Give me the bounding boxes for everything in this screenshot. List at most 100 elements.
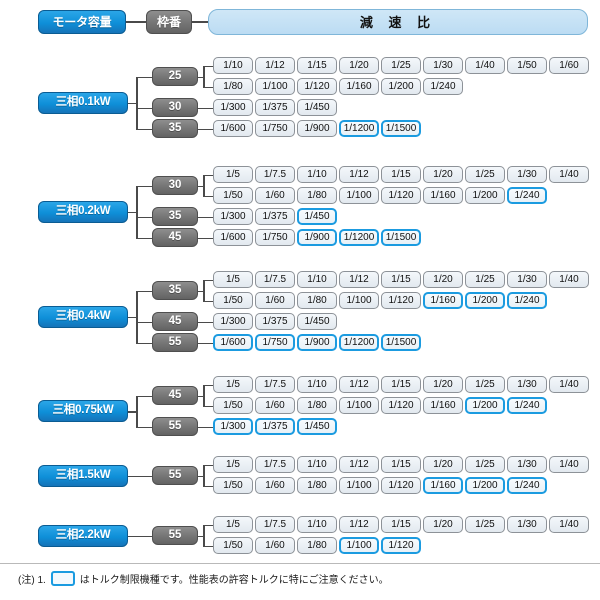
ratio-cell[interactable]: 1/750 xyxy=(255,229,295,246)
motor-capacity-pill[interactable]: 三相0.4kW xyxy=(38,305,128,328)
frame-number-pill[interactable]: 55 xyxy=(152,466,198,485)
ratio-cell[interactable]: 1/60 xyxy=(549,57,589,74)
ratio-cell[interactable]: 1/600 xyxy=(213,334,253,351)
ratio-cell[interactable]: 1/7.5 xyxy=(255,456,295,473)
ratio-cell[interactable]: 1/600 xyxy=(213,229,253,246)
ratio-cell[interactable]: 1/750 xyxy=(255,120,295,137)
ratio-cell[interactable]: 1/20 xyxy=(423,376,463,393)
ratio-cell[interactable]: 1/100 xyxy=(339,292,379,309)
ratio-cell[interactable]: 1/300 xyxy=(213,99,253,116)
frame-number-pill[interactable]: 55 xyxy=(152,333,198,352)
ratio-cell[interactable]: 1/20 xyxy=(423,456,463,473)
ratio-cell[interactable]: 1/12 xyxy=(255,57,295,74)
ratio-cell[interactable]: 1/10 xyxy=(213,57,253,74)
ratio-cell[interactable]: 1/200 xyxy=(381,78,421,95)
ratio-cell[interactable]: 1/12 xyxy=(339,271,379,288)
ratio-cell[interactable]: 1/25 xyxy=(465,271,505,288)
ratio-cell[interactable]: 1/30 xyxy=(507,271,547,288)
ratio-cell[interactable]: 1/5 xyxy=(213,166,253,183)
ratio-cell[interactable]: 1/20 xyxy=(423,166,463,183)
frame-number-pill[interactable]: 55 xyxy=(152,526,198,545)
ratio-cell[interactable]: 1/450 xyxy=(297,99,337,116)
ratio-cell[interactable]: 1/60 xyxy=(255,292,295,309)
motor-capacity-pill[interactable]: 三相0.2kW xyxy=(38,200,128,223)
ratio-cell[interactable]: 1/15 xyxy=(381,516,421,533)
ratio-cell[interactable]: 1/40 xyxy=(465,57,505,74)
ratio-cell[interactable]: 1/600 xyxy=(213,120,253,137)
ratio-cell[interactable]: 1/15 xyxy=(381,271,421,288)
ratio-cell[interactable]: 1/450 xyxy=(297,208,337,225)
ratio-cell[interactable]: 1/160 xyxy=(423,292,463,309)
ratio-cell[interactable]: 1/15 xyxy=(381,166,421,183)
ratio-cell[interactable]: 1/900 xyxy=(297,334,337,351)
ratio-cell[interactable]: 1/1200 xyxy=(339,334,379,351)
ratio-cell[interactable]: 1/7.5 xyxy=(255,271,295,288)
frame-number-pill[interactable]: 45 xyxy=(152,228,198,247)
ratio-cell[interactable]: 1/375 xyxy=(255,99,295,116)
ratio-cell[interactable]: 1/15 xyxy=(297,57,337,74)
frame-number-pill[interactable]: 25 xyxy=(152,67,198,86)
ratio-cell[interactable]: 1/160 xyxy=(423,187,463,204)
ratio-cell[interactable]: 1/160 xyxy=(423,477,463,494)
motor-capacity-pill[interactable]: 三相0.1kW xyxy=(38,91,128,114)
ratio-cell[interactable]: 1/20 xyxy=(339,57,379,74)
ratio-cell[interactable]: 1/5 xyxy=(213,516,253,533)
ratio-cell[interactable]: 1/120 xyxy=(381,537,421,554)
ratio-cell[interactable]: 1/1200 xyxy=(339,120,379,137)
ratio-cell[interactable]: 1/50 xyxy=(213,477,253,494)
ratio-cell[interactable]: 1/5 xyxy=(213,271,253,288)
ratio-cell[interactable]: 1/300 xyxy=(213,418,253,435)
ratio-cell[interactable]: 1/40 xyxy=(549,456,589,473)
ratio-cell[interactable]: 1/80 xyxy=(213,78,253,95)
ratio-cell[interactable]: 1/60 xyxy=(255,397,295,414)
frame-number-pill[interactable]: 30 xyxy=(152,98,198,117)
ratio-cell[interactable]: 1/240 xyxy=(507,477,547,494)
ratio-cell[interactable]: 1/300 xyxy=(213,313,253,330)
ratio-cell[interactable]: 1/900 xyxy=(297,229,337,246)
ratio-cell[interactable]: 1/20 xyxy=(423,516,463,533)
ratio-cell[interactable]: 1/15 xyxy=(381,456,421,473)
ratio-cell[interactable]: 1/375 xyxy=(255,208,295,225)
ratio-cell[interactable]: 1/40 xyxy=(549,376,589,393)
ratio-cell[interactable]: 1/240 xyxy=(507,292,547,309)
ratio-cell[interactable]: 1/25 xyxy=(465,456,505,473)
ratio-cell[interactable]: 1/60 xyxy=(255,537,295,554)
ratio-cell[interactable]: 1/10 xyxy=(297,456,337,473)
ratio-cell[interactable]: 1/120 xyxy=(381,477,421,494)
ratio-cell[interactable]: 1/80 xyxy=(297,477,337,494)
ratio-cell[interactable]: 1/20 xyxy=(423,271,463,288)
ratio-cell[interactable]: 1/240 xyxy=(507,187,547,204)
ratio-cell[interactable]: 1/100 xyxy=(339,477,379,494)
ratio-cell[interactable]: 1/50 xyxy=(213,187,253,204)
ratio-cell[interactable]: 1/7.5 xyxy=(255,166,295,183)
frame-number-pill[interactable]: 35 xyxy=(152,207,198,226)
ratio-cell[interactable]: 1/12 xyxy=(339,516,379,533)
ratio-cell[interactable]: 1/80 xyxy=(297,187,337,204)
ratio-cell[interactable]: 1/200 xyxy=(465,292,505,309)
frame-number-pill[interactable]: 35 xyxy=(152,119,198,138)
ratio-cell[interactable]: 1/900 xyxy=(297,120,337,137)
ratio-cell[interactable]: 1/120 xyxy=(381,292,421,309)
frame-number-pill[interactable]: 30 xyxy=(152,176,198,195)
frame-number-pill[interactable]: 45 xyxy=(152,386,198,405)
ratio-cell[interactable]: 1/30 xyxy=(507,376,547,393)
ratio-cell[interactable]: 1/25 xyxy=(465,376,505,393)
ratio-cell[interactable]: 1/375 xyxy=(255,313,295,330)
ratio-cell[interactable]: 1/5 xyxy=(213,376,253,393)
ratio-cell[interactable]: 1/10 xyxy=(297,516,337,533)
ratio-cell[interactable]: 1/10 xyxy=(297,271,337,288)
ratio-cell[interactable]: 1/50 xyxy=(213,292,253,309)
ratio-cell[interactable]: 1/80 xyxy=(297,397,337,414)
motor-capacity-pill[interactable]: 三相1.5kW xyxy=(38,464,128,487)
motor-capacity-pill[interactable]: 三相2.2kW xyxy=(38,524,128,547)
ratio-cell[interactable]: 1/60 xyxy=(255,477,295,494)
ratio-cell[interactable]: 1/160 xyxy=(423,397,463,414)
ratio-cell[interactable]: 1/1200 xyxy=(339,229,379,246)
ratio-cell[interactable]: 1/450 xyxy=(297,313,337,330)
ratio-cell[interactable]: 1/1500 xyxy=(381,229,421,246)
ratio-cell[interactable]: 1/5 xyxy=(213,456,253,473)
ratio-cell[interactable]: 1/50 xyxy=(507,57,547,74)
ratio-cell[interactable]: 1/12 xyxy=(339,376,379,393)
ratio-cell[interactable]: 1/25 xyxy=(381,57,421,74)
ratio-cell[interactable]: 1/30 xyxy=(507,166,547,183)
